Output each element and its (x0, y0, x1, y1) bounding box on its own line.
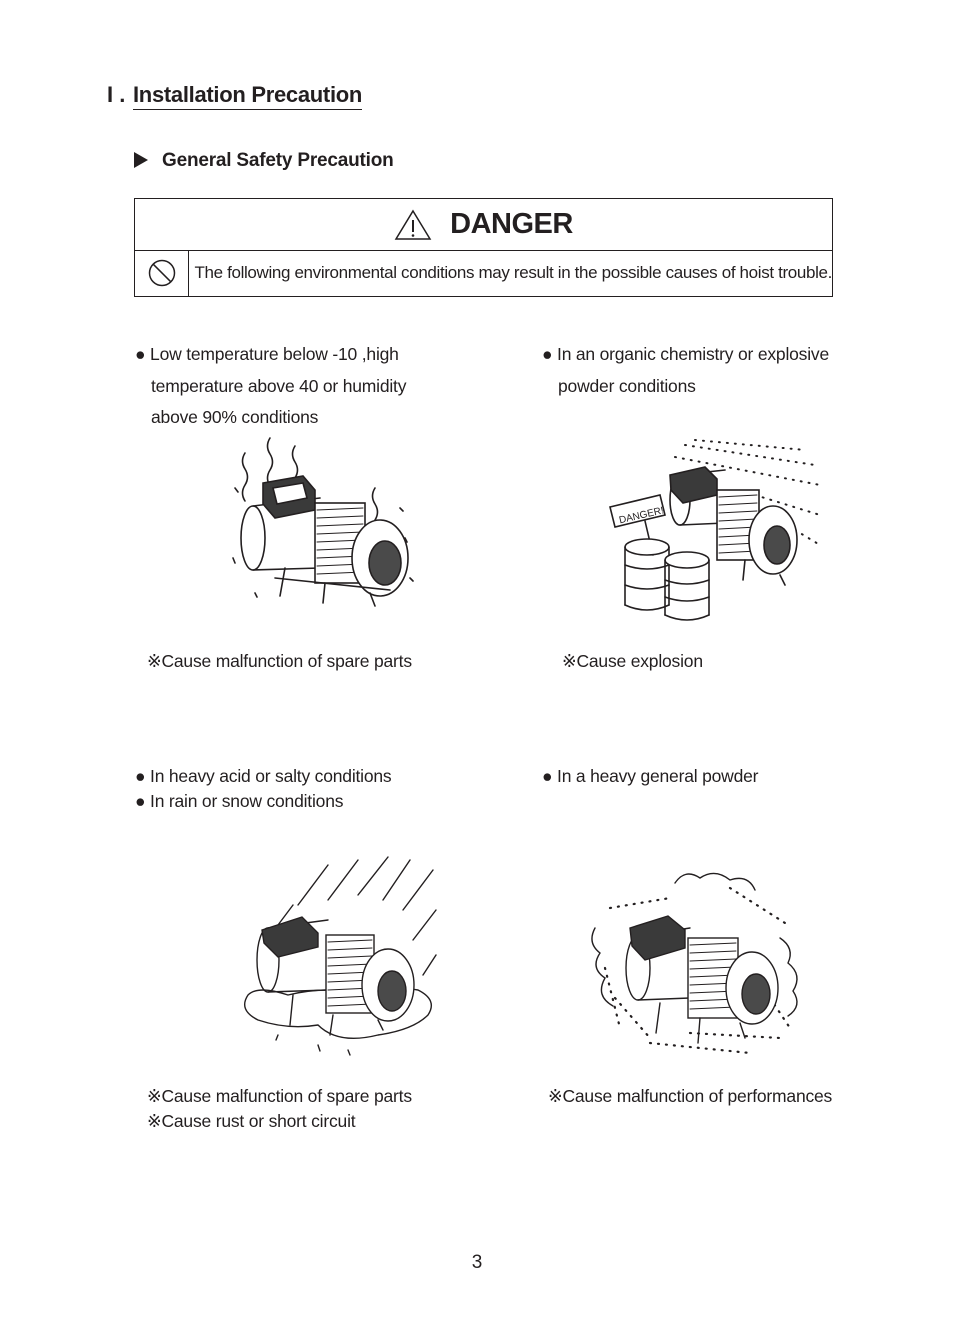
danger-text: The following environmental conditions m… (194, 263, 832, 282)
cause-note: ※Cause malfunction of spare parts (147, 1086, 412, 1106)
condition-line: ● Low temperature below -10 ,high (135, 344, 399, 364)
condition-line: powder conditions (558, 375, 696, 396)
section-number: I . (107, 82, 126, 107)
prohibition-circle-icon (148, 259, 175, 287)
cause-note: ※Cause explosion (562, 651, 703, 671)
danger-box: DANGER The following environmental condi… (134, 198, 833, 297)
condition-line: ● In heavy acid or salty conditions (135, 766, 392, 786)
subsection-heading: General Safety Precaution (134, 150, 394, 172)
cause-notes-3: ※Cause malfunction of spare parts ※Cause… (147, 1084, 412, 1134)
cause-note: ※Cause malfunction of performances (548, 1086, 833, 1106)
danger-row: The following environmental conditions m… (135, 250, 832, 296)
condition-line: ● In an organic chemistry or explosive (542, 344, 829, 364)
warning-triangle-icon (394, 209, 432, 240)
hoist-heat-illustration (232, 437, 414, 607)
hoist-powder-illustration (591, 872, 798, 1055)
danger-title: DANGER (450, 208, 573, 240)
hoist-explosive-illustration: DANGER! (609, 439, 821, 621)
page-number: 3 (471, 1252, 483, 1273)
condition-text-3: ● In heavy acid or salty conditions ● In… (135, 764, 392, 814)
condition-line: temperature above 40 or humidity (151, 375, 407, 396)
condition-text-2: ● In an organic chemistry or explosive p… (542, 339, 829, 402)
condition-text-1: ● Low temperature below -10 ,high temper… (135, 339, 406, 434)
subsection-title: General Safety Precaution (162, 150, 394, 171)
section-title: Installation Precaution (133, 82, 362, 110)
triangle-bullet-icon (134, 152, 148, 168)
hoist-rain-illustration (244, 856, 437, 1056)
prohibition-cell (135, 250, 190, 296)
condition-line: above 90% conditions (151, 407, 319, 427)
condition-text-4: ● In a heavy general powder (542, 764, 758, 789)
condition-line: ● In rain or snow conditions (135, 791, 344, 811)
condition-line: ● In a heavy general powder (542, 766, 759, 786)
cause-note: ※Cause rust or short circuit (147, 1111, 356, 1131)
danger-header: DANGER (135, 199, 832, 251)
cause-note: ※Cause malfunction of spare parts (147, 651, 412, 671)
